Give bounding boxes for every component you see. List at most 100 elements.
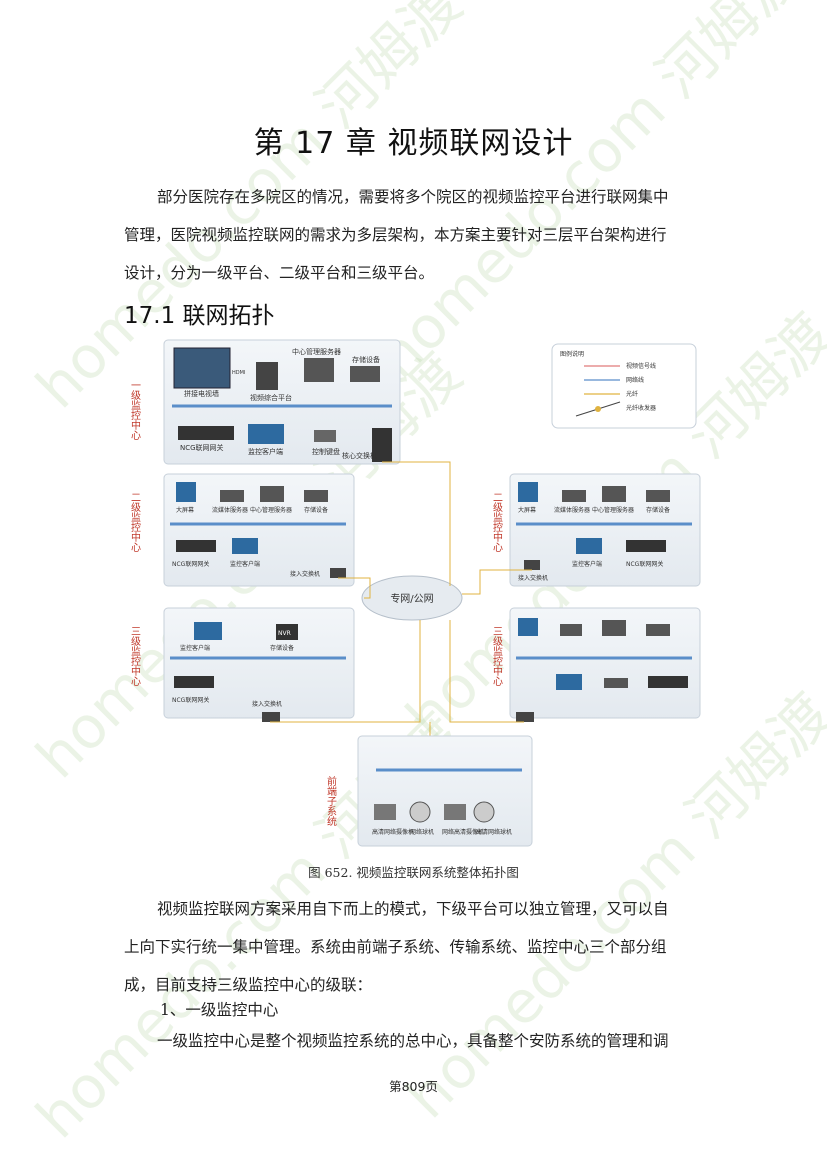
monitor-icon: [576, 538, 602, 554]
legend-box: [551, 343, 697, 429]
list-item: 1、一级监控中心: [160, 1001, 279, 1019]
l3-item-label: 监控客户端: [180, 644, 210, 652]
intro-line: 部分医院存在多院区的情况，需要将多个院区的视频监控平台进行联网集中: [157, 188, 669, 206]
keyboard-icon: [314, 430, 336, 442]
l2-item-label: 中心管理服务器: [592, 506, 634, 514]
fiber-link: [462, 569, 532, 595]
l2-item-label: 接入交换机: [518, 574, 548, 582]
server-icon: [256, 362, 278, 390]
server-icon: [260, 486, 284, 502]
body-line: 视频监控联网方案采用自下而上的模式，下级平台可以独立管理，又可以自: [157, 900, 669, 918]
l2-item-label: 接入交换机: [290, 570, 320, 578]
server-icon: [304, 358, 334, 382]
fiber-link: [382, 461, 451, 586]
last-paragraph: 一级监控中心是整个视频监控系统的总中心，具备整个安防系统的管理和调: [124, 1022, 702, 1060]
body-line: 一级监控中心是整个视频监控系统的总中心，具备整个安防系统的管理和调: [157, 1032, 669, 1050]
monitor-icon: [194, 622, 222, 640]
server-icon: [560, 624, 582, 636]
intro-line: 设计，分为一级平台、二级平台和三级平台。: [124, 264, 435, 282]
storage-icon: [646, 624, 670, 636]
l1-item-label: 核心交换机: [342, 451, 377, 460]
legend-item: 网络线: [626, 376, 644, 384]
intro-line: 管理，医院视频监控联网的需求为多层架构，本方案主要针对三层平台架构进行: [124, 226, 667, 244]
nvr-icon: [276, 624, 298, 640]
monitor-icon: [518, 618, 538, 636]
level2-label-left: 二级监控中心: [129, 492, 141, 552]
level3-label-right: 三级监控中心: [491, 626, 503, 686]
dome-camera-icon: [409, 801, 431, 823]
server-icon: [602, 620, 626, 636]
l2-item-label: 存储设备: [646, 506, 670, 514]
body-paragraph: 视频监控联网方案采用自下而上的模式，下级平台可以独立管理，又可以自 上向下实行统…: [124, 890, 702, 1004]
front-label: 前端子系统: [325, 775, 337, 826]
topology-diagram: 拼接电视墙 HDMI 视频综合平台 中心管理服务器 存储设备 NCG联网网关 监…: [129, 339, 701, 847]
server-icon: [562, 490, 586, 502]
l1-item-label: 存储设备: [352, 355, 380, 364]
switch-icon: [262, 712, 280, 722]
level1-label: 一级监控中心: [129, 380, 141, 440]
network-label: 专网/公网: [390, 592, 433, 605]
server-icon: [604, 678, 628, 688]
page-number: 第809页: [389, 1079, 438, 1094]
l3-item-label: NCG联网网关: [172, 696, 209, 704]
l2-item-label: 监控客户端: [230, 560, 260, 568]
camera-icon: [444, 804, 466, 820]
monitor-icon: [556, 674, 582, 690]
l2-item-label: 大屏幕: [176, 506, 194, 514]
front-item-label: 高清网络摄像机: [372, 828, 414, 836]
front-item-label: 网络球机: [410, 828, 434, 836]
fiber-link: [338, 577, 371, 599]
storage-icon: [304, 490, 328, 502]
gateway-icon: [626, 540, 666, 552]
level3-label-left: 三级监控中心: [129, 626, 141, 686]
l2-item-label: 中心管理服务器: [250, 506, 292, 514]
l1-item-label: HDMI: [232, 370, 245, 376]
dome-camera-icon: [473, 801, 495, 823]
l1-item-label: 拼接电视墙: [184, 389, 219, 398]
fiber-link: [449, 620, 524, 723]
monitor-icon: [232, 538, 258, 554]
front-item-label: 网络高清摄像机: [442, 828, 484, 836]
server-icon: [602, 486, 626, 502]
level2-label-right: 二级监控中心: [491, 492, 503, 552]
l2-item-label: 流媒体服务器: [554, 506, 590, 514]
fiber-link: [270, 620, 421, 723]
switch-icon: [524, 560, 540, 570]
monitor-icon: [518, 482, 538, 502]
front-item-label: 高清网络球机: [476, 828, 512, 836]
monitor-icon: [248, 424, 284, 444]
l1-item-label: NCG联网网关: [180, 443, 224, 452]
gateway-icon: [648, 676, 688, 688]
l2-item-label: 流媒体服务器: [212, 506, 248, 514]
chapter-title: 第 17 章 视频联网设计: [253, 126, 574, 161]
figure-caption: 图 652. 视频监控联网系统整体拓扑图: [308, 865, 519, 880]
body-line: 成，目前支持三级监控中心的级联：: [124, 976, 373, 994]
monitor-icon: [176, 482, 196, 502]
l2-item-label: 大屏幕: [518, 506, 536, 514]
legend-transceiver-icon: [595, 406, 601, 412]
gateway-icon: [176, 540, 216, 552]
l2-item-label: 监控客户端: [572, 560, 602, 568]
gateway-icon: [174, 676, 214, 688]
legend-item: 视频信号线: [626, 362, 656, 370]
l1-item-label: 视频综合平台: [250, 393, 292, 402]
intro-paragraph: 部分医院存在多院区的情况，需要将多个院区的视频监控平台进行联网集中 管理，医院视…: [124, 178, 702, 292]
legend-item: 光纤收发器: [626, 404, 656, 412]
gateway-icon: [178, 426, 234, 440]
storage-icon: [646, 490, 670, 502]
legend-title: 图例说明: [560, 350, 584, 358]
video-wall-icon: [173, 347, 231, 389]
network-cloud: [361, 575, 463, 621]
legend-item: 光纤: [626, 390, 638, 398]
section-title: 17.1 联网拓扑: [124, 303, 275, 329]
l3-item-label: 存储设备: [270, 644, 294, 652]
l2-item-label: NCG联网网关: [626, 560, 663, 568]
switch-icon: [516, 712, 534, 722]
l3-item-label: 接入交换机: [252, 700, 282, 708]
l3-item-label: NVR: [278, 630, 291, 637]
l1-item-label: 监控客户端: [248, 447, 283, 456]
server-icon: [220, 490, 244, 502]
storage-icon: [350, 366, 380, 382]
core-switch-icon: [372, 428, 392, 462]
